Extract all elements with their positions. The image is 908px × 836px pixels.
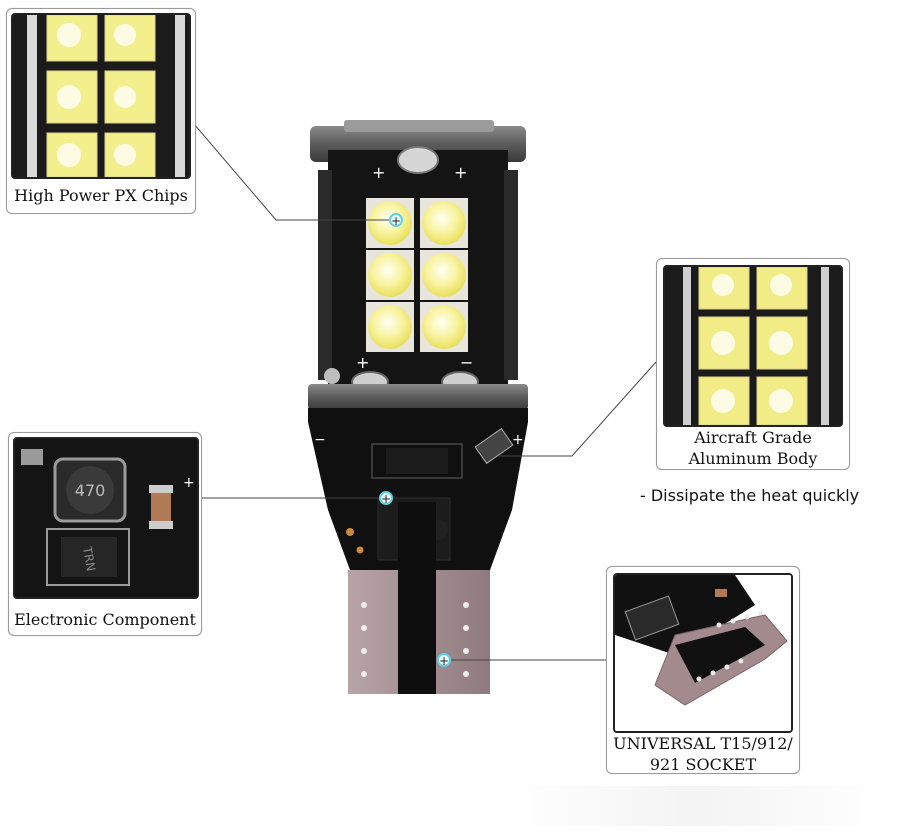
component-caption: Electronic Component xyxy=(14,610,196,629)
led-bulb-illustration: + + + − − + xyxy=(308,120,528,694)
socket-caption-line1: UNIVERSAL T15/912/ xyxy=(613,734,793,753)
inductor-marking: 470 xyxy=(75,481,106,500)
chips-caption: High Power PX Chips xyxy=(14,186,188,205)
component-closeup-image: 470 + TRN xyxy=(15,439,197,597)
bottom-watermark-strip xyxy=(506,786,886,826)
heat-note: - Dissipate the heat quickly xyxy=(640,486,860,505)
leader-body xyxy=(498,361,657,457)
svg-text:+: + xyxy=(439,654,449,668)
marker-dots: + + + xyxy=(379,213,451,668)
callout-body: Aircraft Grade Aluminum Body xyxy=(656,258,850,470)
driver-board xyxy=(308,408,528,570)
body-caption-line1: Aircraft Grade xyxy=(694,428,812,447)
svg-text:−: − xyxy=(460,353,473,372)
svg-text:+: + xyxy=(356,353,369,372)
chips-closeup xyxy=(11,13,191,179)
led-bulb-product: + + + − − + xyxy=(290,110,550,700)
led-board xyxy=(328,150,508,390)
svg-text:−: − xyxy=(314,432,326,448)
body-closeup xyxy=(663,265,843,427)
body-closeup-image xyxy=(665,267,841,425)
body-caption-line2: Aluminum Body xyxy=(688,449,818,468)
socket-caption-line2: 921 SOCKET xyxy=(649,755,757,774)
svg-text:+: + xyxy=(391,214,401,228)
plus-mark-2: + xyxy=(454,163,467,182)
socket-closeup xyxy=(613,573,793,733)
plus-mark-1: + xyxy=(372,163,385,182)
ic-marking: TRN xyxy=(80,545,98,573)
svg-text:+: + xyxy=(381,492,391,506)
leader-chips xyxy=(193,123,396,221)
mid-band xyxy=(308,384,528,410)
chips-closeup-image xyxy=(13,15,189,177)
callout-chips: High Power PX Chips xyxy=(6,8,196,214)
component-plus-mark: + xyxy=(183,475,195,491)
component-closeup: 470 + TRN xyxy=(13,437,199,599)
socket-closeup-image xyxy=(615,575,791,731)
callout-socket: UNIVERSAL T15/912/ 921 SOCKET xyxy=(606,566,800,774)
svg-text:+: + xyxy=(512,432,524,448)
callout-component: 470 + TRN Electronic Component xyxy=(8,432,202,636)
